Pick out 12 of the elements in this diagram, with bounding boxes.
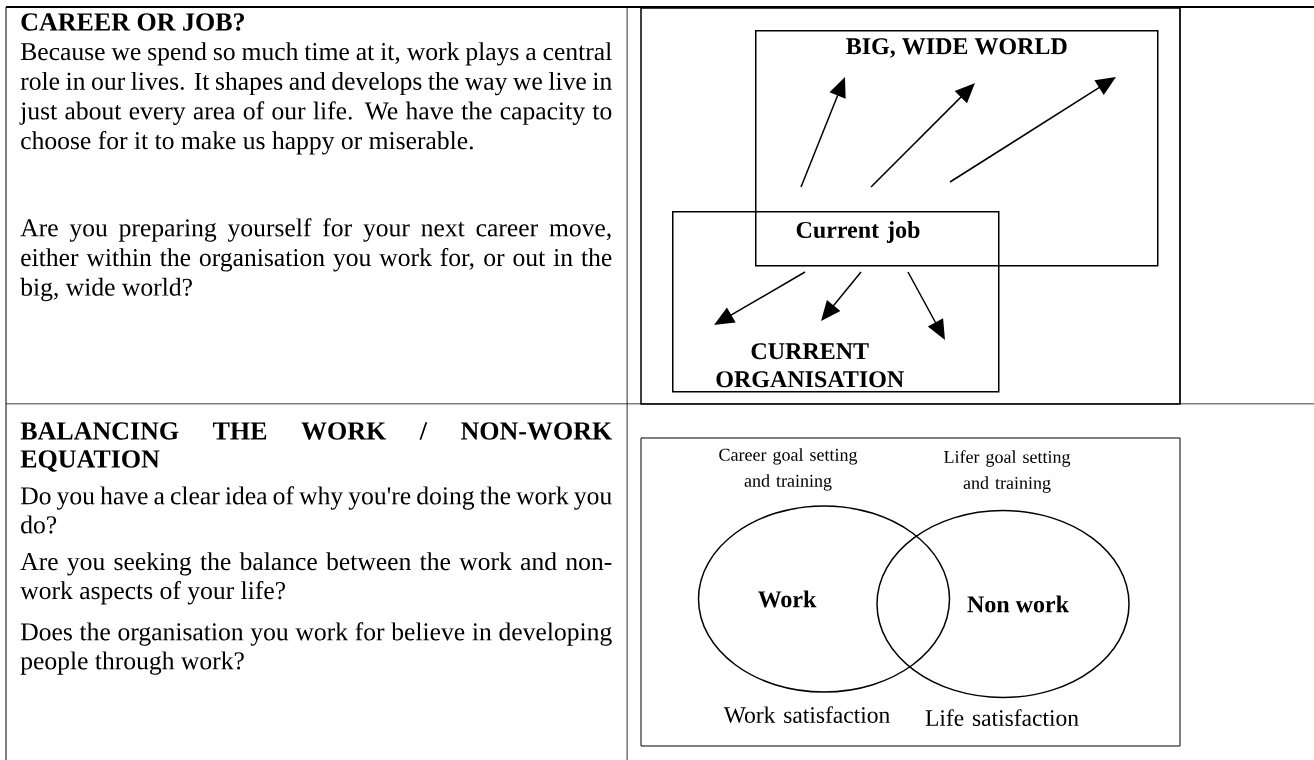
heading: CAREER OR JOB? xyxy=(21,13,244,31)
caption: Career goal setting and training xyxy=(719,448,858,491)
paragraph: Are you seeking the balance between the work and non-work aspects of your life? xyxy=(20,552,612,605)
paragraph: Does the organisation you work for believe in developing people through work? xyxy=(20,622,612,675)
diagram-label: Current job xyxy=(796,221,920,243)
heading: BALANCING THE WORK / NON-WORK EQUATION xyxy=(20,422,612,472)
paragraph: Because we spend so much time at it, work plays a central role in our lives. It shapes and develops the way we live in just about every area of our life. We have the capacity to choose for it to make us happy or miserable. xyxy=(19,42,612,155)
caption: Work satisfaction xyxy=(723,706,890,724)
paragraph: Are you preparing yourself for your next career move, either within the organisation you work for, or out in the big, wide world? xyxy=(20,218,612,302)
caption: Lifer goal setting and training xyxy=(944,450,1071,493)
paragraph: Do you have a clear idea of why you're doing the work you do? xyxy=(20,486,612,534)
caption: Life satisfaction xyxy=(925,709,1079,726)
